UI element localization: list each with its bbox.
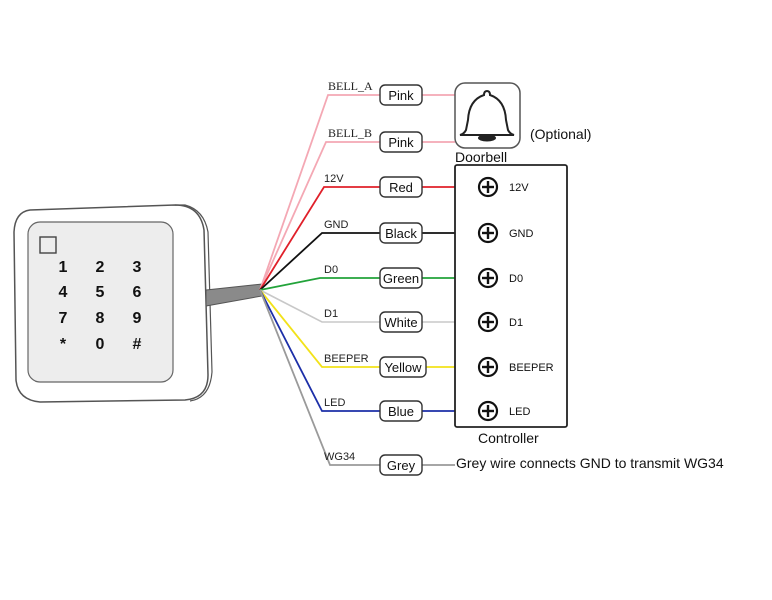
wire-label: D1 — [324, 308, 338, 320]
wire-color-box — [379, 267, 423, 289]
doorbell-label: Doorbell — [455, 149, 507, 165]
key-2: 2 — [96, 259, 105, 276]
wire-color-name: Green — [383, 271, 419, 286]
wire-bell-a: BELL_A Pink — [259, 79, 455, 291]
wire-group: BELL_APinkBELL_BPink12VRedGNDBlackD0Gree… — [259, 79, 455, 476]
terminal-label: LED — [509, 406, 530, 418]
plus-screw-icon — [477, 222, 499, 244]
wire-color-name: Yellow — [384, 360, 422, 375]
card-reader-icon — [39, 236, 57, 254]
wire-color-box — [379, 176, 423, 198]
wire-line — [259, 94, 455, 291]
wire-label: LED — [324, 397, 345, 409]
terminal-d0: D0 — [477, 267, 523, 289]
wire-line — [259, 289, 455, 466]
wire-color-name: White — [384, 315, 417, 330]
key-0: 0 — [96, 336, 105, 353]
wire-12v: 12V Red — [259, 173, 455, 291]
key-1: 1 — [59, 259, 68, 276]
plus-screw-icon — [477, 356, 499, 378]
wire-label: GND — [324, 219, 349, 231]
bell-icon — [459, 89, 515, 142]
wire-color-box — [379, 84, 423, 106]
wire-label: BELL_B — [328, 126, 372, 140]
plus-screw-icon — [477, 311, 499, 333]
terminal-led: LED — [477, 400, 530, 422]
wire-led: LED Blue — [259, 289, 455, 422]
doorbell-optional-note: (Optional) — [530, 126, 591, 142]
wire-label: WG34 — [324, 451, 355, 463]
wire-line — [259, 141, 455, 291]
wire-label: D0 — [324, 264, 338, 276]
wire-gnd: GND Black — [259, 219, 455, 291]
wire-label: 12V — [324, 173, 344, 185]
key-hash: # — [133, 336, 142, 353]
plus-screw-icon — [477, 400, 499, 422]
wire-bell-b: BELL_B Pink — [259, 126, 455, 291]
terminal-12v: 12V — [477, 176, 529, 198]
wire-beeper: BEEPER Yellow — [259, 289, 455, 378]
wire-color-box — [379, 131, 423, 153]
terminal-d1: D1 — [477, 311, 523, 333]
wire-color-name: Blue — [388, 404, 414, 419]
terminal-label: GND — [509, 228, 534, 240]
wire-color-name: Pink — [388, 135, 414, 150]
terminal-label: 12V — [509, 182, 529, 194]
terminal-gnd: GND — [477, 222, 534, 244]
wire-color-name: Pink — [388, 88, 414, 103]
controller-label: Controller — [478, 430, 539, 446]
cable — [205, 283, 263, 307]
plus-screw-icon — [477, 267, 499, 289]
wire-line — [259, 277, 455, 291]
plus-screw-icon — [477, 176, 499, 198]
wire-color-name: Black — [385, 226, 417, 241]
wire-color-box — [379, 356, 427, 378]
key-7: 7 — [59, 310, 68, 327]
terminal-beeper: BEEPER — [477, 356, 554, 378]
wire-color-name: Grey — [387, 458, 416, 473]
keypad-keys: 1 2 3 4 5 6 7 8 9 * 0 # — [59, 259, 142, 353]
wire-color-box — [379, 222, 423, 244]
key-6: 6 — [133, 284, 142, 301]
wire-line — [259, 289, 455, 323]
key-9: 9 — [133, 310, 142, 327]
wire-color-box — [379, 311, 423, 333]
keypad-face — [27, 221, 174, 383]
wire-color-box — [379, 400, 423, 422]
wire-line — [259, 186, 455, 291]
grey-wire-note: Grey wire connects GND to transmit WG34 — [456, 455, 724, 471]
key-3: 3 — [133, 259, 142, 276]
wire-label: BELL_A — [328, 79, 373, 93]
wire-color-name: Red — [389, 180, 413, 195]
controller-box — [454, 164, 568, 428]
wire-color-box — [379, 454, 423, 476]
key-8: 8 — [96, 310, 105, 327]
terminal-label: D1 — [509, 317, 523, 329]
keypad-device: 1 2 3 4 5 6 7 8 9 * 0 # — [13, 204, 213, 403]
doorbell: Doorbell (Optional) — [454, 82, 591, 165]
key-4: 4 — [59, 284, 68, 301]
wire-line — [259, 289, 455, 412]
terminal-label: D0 — [509, 273, 523, 285]
wire-label: BEEPER — [324, 353, 369, 365]
terminal-label: BEEPER — [509, 362, 554, 374]
key-star: * — [60, 336, 67, 353]
key-5: 5 — [96, 284, 105, 301]
